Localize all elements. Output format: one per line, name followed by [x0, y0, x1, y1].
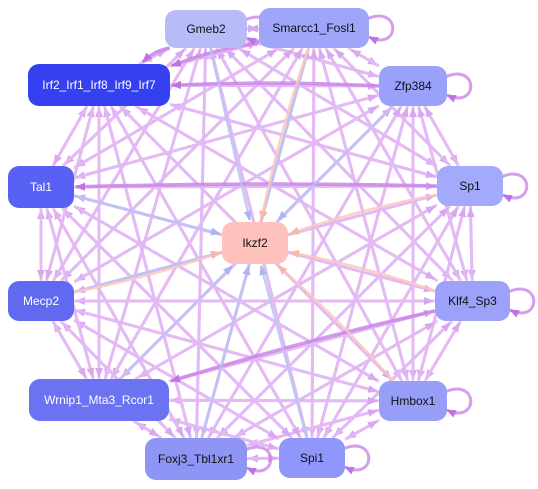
foxj3-node-label: Foxj3_Tbl1xr1 — [158, 452, 234, 466]
node-irf2[interactable]: Irf2_Irf1_Irf8_Irf9_Irf7 — [28, 64, 170, 106]
edge-sp1-to-zfp384 — [424, 107, 460, 167]
edge-zfp384-to-hub-blue — [277, 105, 394, 221]
node-zfp384[interactable]: Zfp384 — [379, 66, 447, 106]
self-loop-hmbox1 — [444, 387, 473, 418]
node-hub-ikzf2[interactable]: Ikzf2 — [222, 222, 288, 264]
self-loop-klf4 — [507, 287, 536, 318]
smarcc1-node-box — [259, 8, 369, 48]
tal1-node-box — [8, 166, 74, 208]
ikzf2-node-label: Ikzf2 — [242, 236, 268, 250]
self-loop-zfp384 — [444, 72, 473, 103]
edge-mecp2-to-wrnip1 — [51, 320, 87, 378]
hmbox1-node-label: Hmbox1 — [391, 394, 436, 408]
edge-foxj3-to-gmeb2 — [195, 49, 210, 439]
edge-klf4-to-sp1 — [466, 207, 475, 282]
spi1-node-box — [279, 438, 345, 478]
node-gmeb2[interactable]: Gmeb2 — [165, 10, 247, 48]
self-loop-smarcc1 — [366, 14, 395, 45]
node-layer: Gmeb2 Smarcc1_Fosl1Zfp384Sp1Klf4_Sp3Hmbox… — [8, 8, 510, 480]
irf2-node-box — [28, 64, 170, 106]
edge-tal1-to-zfp384 — [73, 94, 378, 180]
node-hmbox1[interactable]: Hmbox1 — [379, 381, 447, 421]
edge-klf4-to-hub-orange — [289, 249, 436, 293]
edge-sp1-to-hub-orange — [289, 193, 438, 235]
edge-wrnip1-to-hub-blue — [119, 265, 233, 380]
ikzf2-node-box — [222, 222, 288, 264]
irf2-node-label: Irf2_Irf1_Irf8_Irf9_Irf7 — [42, 78, 156, 92]
edge-spi1-to-smarcc1 — [309, 49, 318, 439]
gmeb2-node-box — [165, 10, 247, 48]
node-mecp2[interactable]: Mecp2 — [8, 281, 74, 321]
edge-foxj3-to-zfp384 — [206, 107, 402, 439]
edge-foxj3-to-hub-blue — [200, 265, 251, 439]
sp1-node-label: Sp1 — [459, 179, 481, 193]
edge-smarcc1-to-hub-blue — [259, 47, 310, 221]
edge-wrnip1-to-sp1 — [134, 204, 436, 381]
edge-spi1-to-hub-blue — [259, 265, 308, 439]
node-smarcc1[interactable]: Smarcc1_Fosl1 — [259, 8, 369, 48]
edge-mecp2-to-hub-orange — [73, 251, 221, 294]
mecp2-node-box — [8, 281, 74, 321]
node-spi1[interactable]: Spi1 — [279, 438, 345, 478]
node-klf4[interactable]: Klf4_Sp3 — [435, 281, 510, 321]
edge-hmbox1-to-klf4 — [423, 322, 461, 382]
klf4-node-label: Klf4_Sp3 — [448, 294, 497, 308]
edge-irf2-to-klf4 — [134, 104, 436, 281]
node-wrnip1[interactable]: Wrnip1_Mta3_Rcor1 — [29, 379, 169, 421]
edge-wrnip1-to-foxj3 — [132, 419, 160, 438]
edge-foxj3-to-hmbox1 — [246, 409, 378, 447]
edge-mecp2-to-zfp384 — [73, 105, 378, 284]
zfp384-node-box — [379, 66, 447, 106]
hmbox1-node-box — [379, 381, 447, 421]
edge-strong-sp1-to-tal1 — [75, 182, 438, 191]
wrnip1-node-box — [29, 379, 169, 421]
gmeb2-node-label: Gmeb2 — [186, 22, 226, 36]
edge-irf2-to-spi1 — [109, 105, 301, 437]
smarcc1-node-label: Smarcc1_Fosl1 — [272, 21, 356, 35]
mecp2-node-label: Mecp2 — [23, 294, 59, 308]
edge-irf2-to-sp1 — [169, 102, 436, 178]
self-loop-spi1 — [342, 444, 371, 475]
zfp384-node-label: Zfp384 — [394, 79, 432, 93]
edge-wrnip1-to-smarcc1 — [109, 49, 303, 380]
node-sp1[interactable]: Sp1 — [437, 166, 503, 206]
foxj3-node-box — [145, 438, 247, 480]
edge-gmeb2-to-hub-blue — [209, 47, 252, 221]
edge-tal1-to-smarcc1 — [73, 48, 278, 170]
self-loop-foxj3 — [244, 445, 273, 476]
spi1-node-label: Spi1 — [300, 451, 324, 465]
self-loop-sp1 — [500, 172, 529, 203]
tal1-node-label: Tal1 — [30, 180, 52, 194]
edge-tal1-to-hub-blue — [73, 194, 221, 236]
edge-strong-zfp384-to-irf2 — [171, 80, 380, 89]
edge-smarcc1-to-hub-orange — [259, 47, 310, 221]
edge-zfp384-to-smarcc1 — [350, 48, 380, 68]
edge-strong-gmeb2-to-irf2 — [141, 46, 171, 64]
edge-hmbox1-to-hub-orange — [277, 265, 394, 382]
klf4-node-box — [435, 281, 510, 321]
sp1-node-box — [437, 166, 503, 206]
wrnip1-node-label: Wrnip1_Mta3_Rcor1 — [44, 393, 154, 407]
edge-hmbox1-to-gmeb2 — [216, 49, 404, 382]
node-foxj3[interactable]: Foxj3_Tbl1xr1 — [145, 438, 247, 480]
node-tal1[interactable]: Tal1 — [8, 166, 74, 208]
edge-spi1-to-hmbox1 — [344, 419, 378, 441]
edge-irf2-to-tal1 — [52, 105, 89, 165]
edge-wrnip1-to-hmbox1 — [168, 396, 378, 405]
edge-tal1-to-hmbox1 — [73, 204, 378, 382]
edge-strong-klf4-to-wrnip1 — [170, 309, 436, 383]
edge-mecp2-to-hub-blue — [73, 250, 221, 294]
